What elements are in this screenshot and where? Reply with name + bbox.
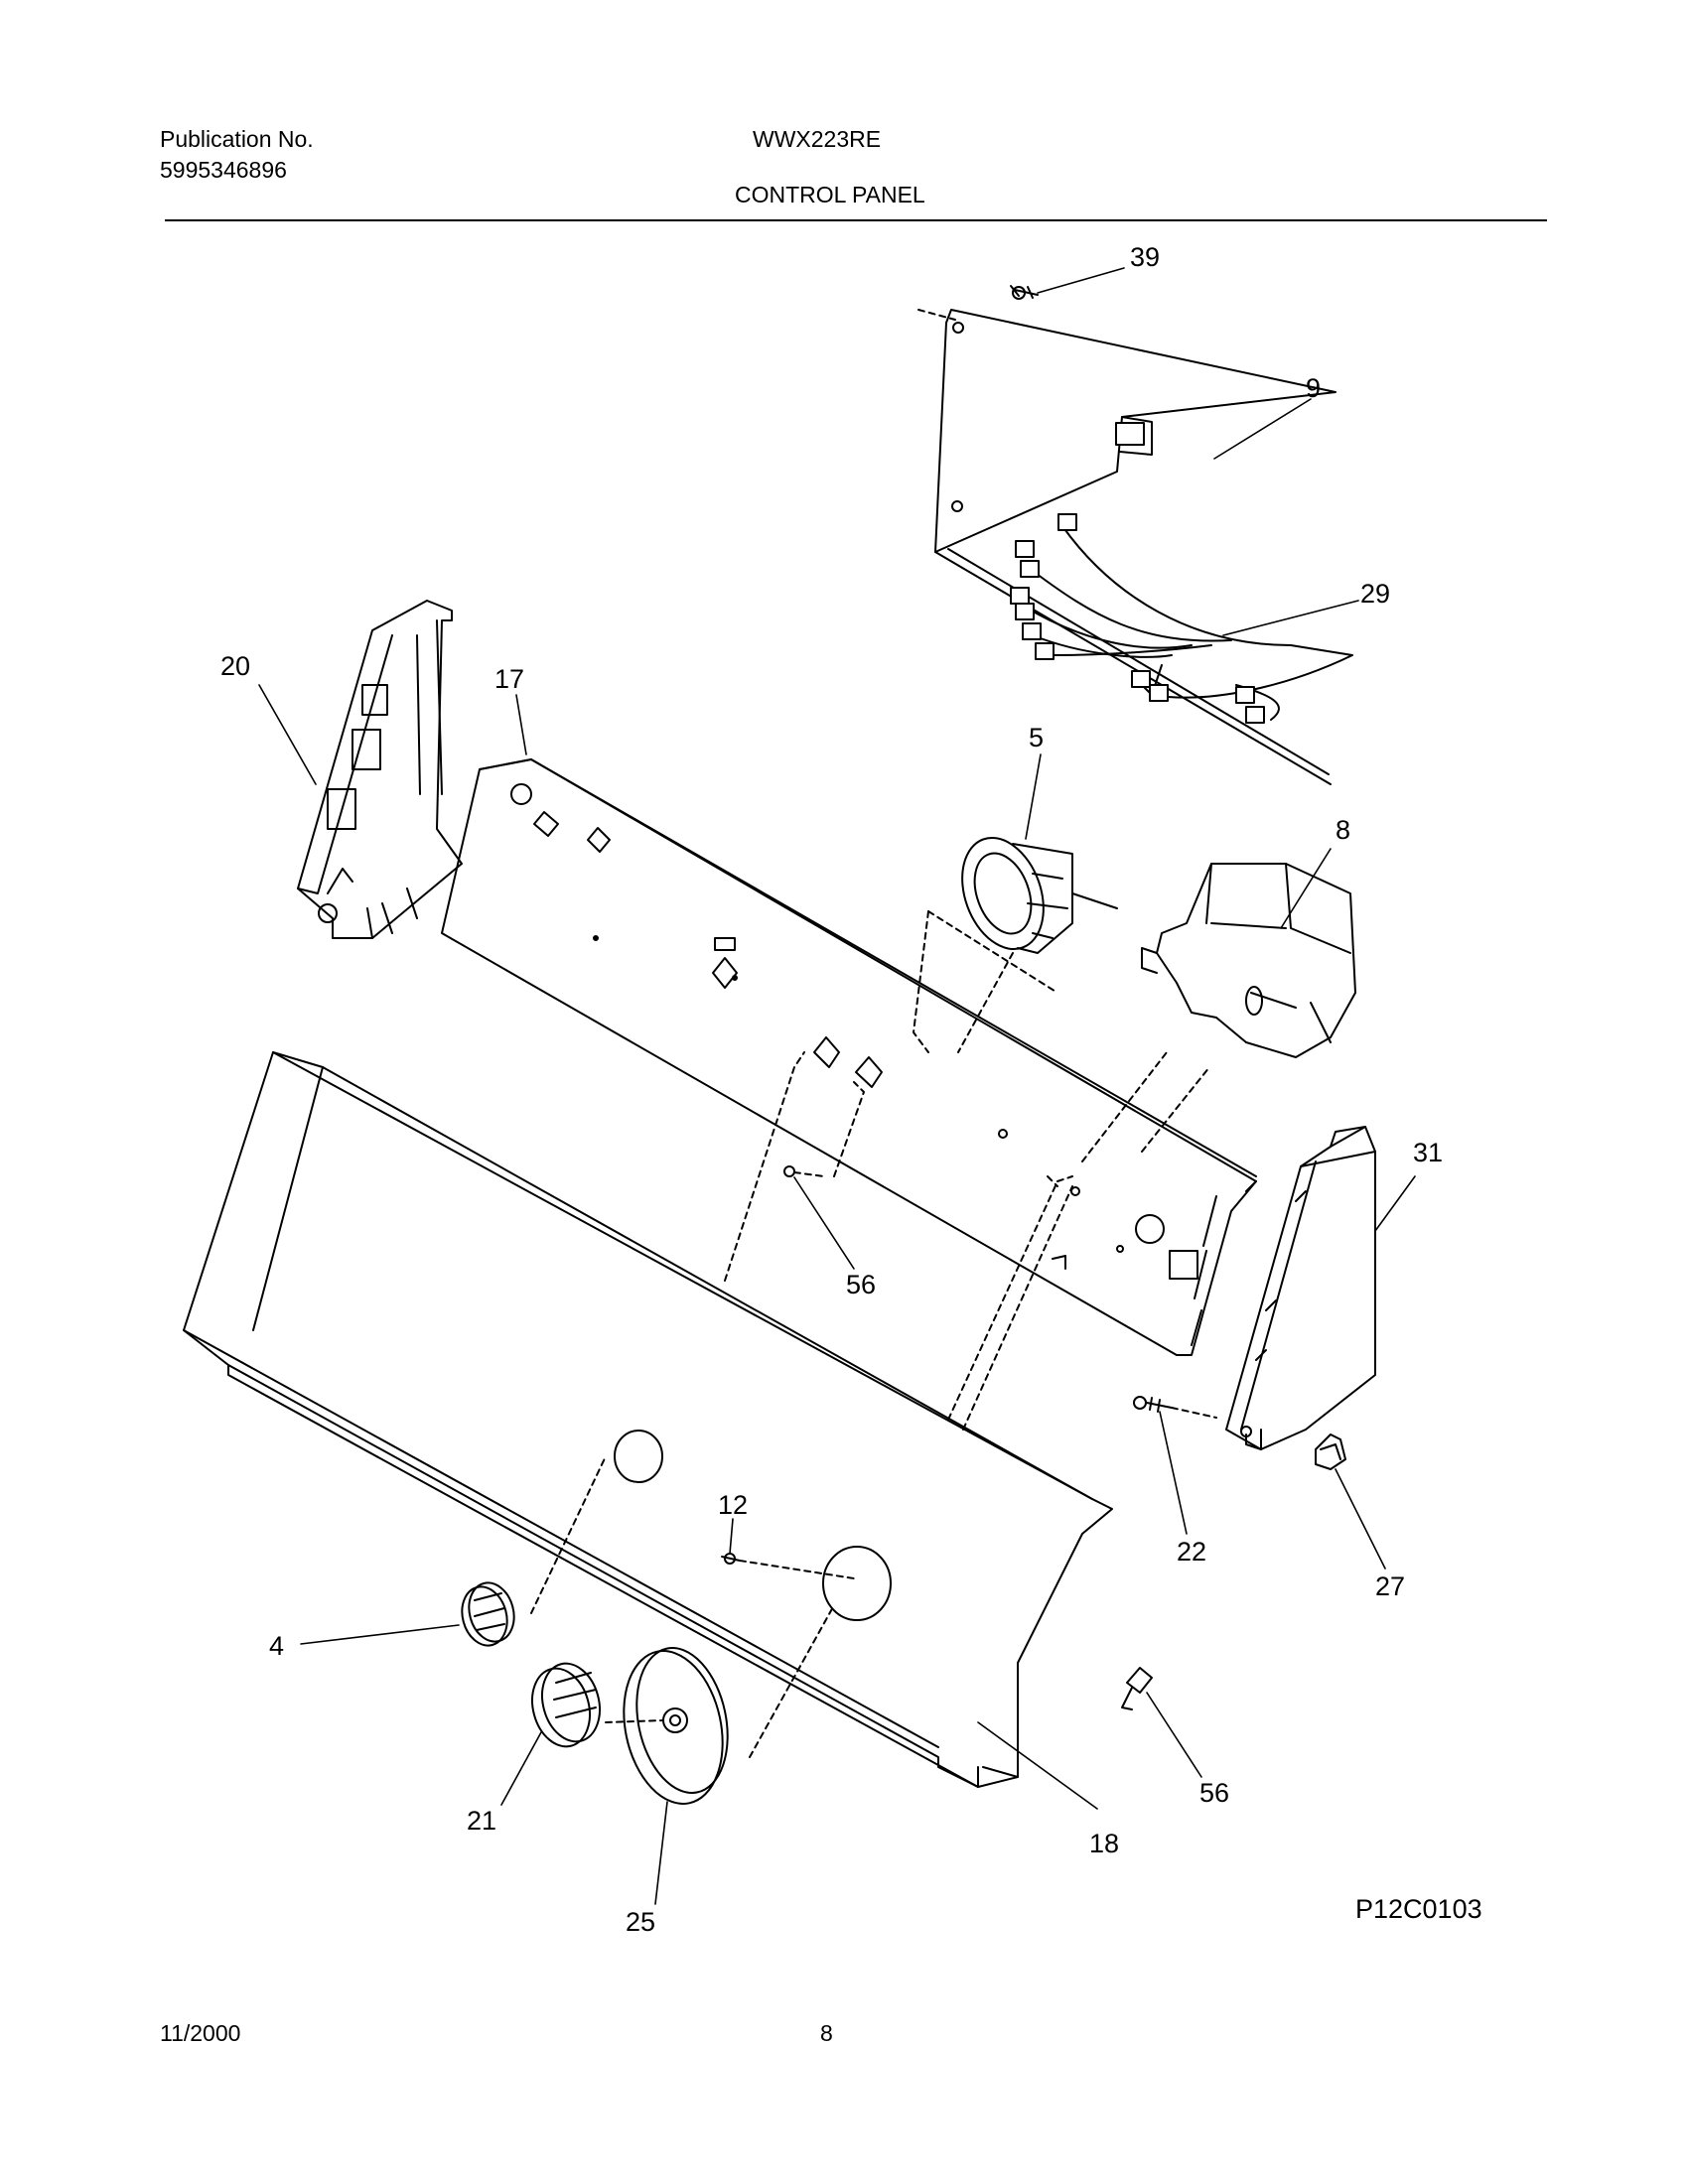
part-9-rear-plate (917, 309, 1336, 785)
callout-31: 31 (1413, 1138, 1443, 1167)
callout-5: 5 (1029, 723, 1044, 752)
part-27-clip (1315, 1433, 1346, 1470)
publication-number: 5995346896 (160, 157, 287, 183)
publication-label: Publication No. (160, 126, 314, 152)
callout-27: 27 (1375, 1571, 1405, 1601)
part-17-control-panel-back (441, 758, 1257, 1356)
part-56-screw-upper (783, 1165, 825, 1177)
drawing-code: P12C0103 (1355, 1894, 1482, 1924)
part-22-screw (1133, 1396, 1217, 1419)
part-5-selector-switch (961, 836, 1118, 954)
callout-17: 17 (494, 664, 524, 694)
part-56-screw-lower (1121, 1667, 1153, 1710)
callout-labels: 39 9 29 20 17 5 8 31 56 22 27 12 4 21 25… (220, 242, 1443, 1937)
callout-20: 20 (220, 651, 250, 681)
part-8-timer (1141, 863, 1356, 1058)
part-29-wire-harness (1010, 513, 1353, 724)
callout-25: 25 (626, 1907, 655, 1937)
header-rule (165, 219, 1547, 221)
alignment-lines (530, 910, 1210, 1758)
part-31-right-end-cap (1225, 1126, 1376, 1450)
callout-8: 8 (1336, 815, 1350, 845)
footer-date: 11/2000 (160, 2020, 241, 2046)
callout-39: 39 (1130, 242, 1160, 272)
callout-18: 18 (1089, 1829, 1119, 1858)
page-number: 8 (820, 2020, 833, 2046)
part-39-screw (1010, 285, 1039, 300)
callout-56-upper: 56 (846, 1270, 876, 1299)
callout-4: 4 (269, 1631, 284, 1661)
model-number: WWX223RE (753, 126, 882, 152)
callout-29: 29 (1360, 579, 1390, 609)
callout-21: 21 (467, 1806, 496, 1836)
callout-22: 22 (1177, 1537, 1206, 1567)
section-title: CONTROL PANEL (735, 182, 925, 207)
part-20-left-end-cap (297, 600, 463, 939)
part-4-knob (461, 1581, 515, 1647)
part-18-console-front (183, 1051, 1113, 1788)
callout-12: 12 (718, 1490, 748, 1520)
part-21-knob (531, 1662, 601, 1748)
leader-lines (258, 267, 1416, 1905)
part-25-dial-skirt (605, 1647, 729, 1805)
callout-9: 9 (1306, 373, 1321, 403)
callout-56-lower: 56 (1199, 1778, 1229, 1808)
